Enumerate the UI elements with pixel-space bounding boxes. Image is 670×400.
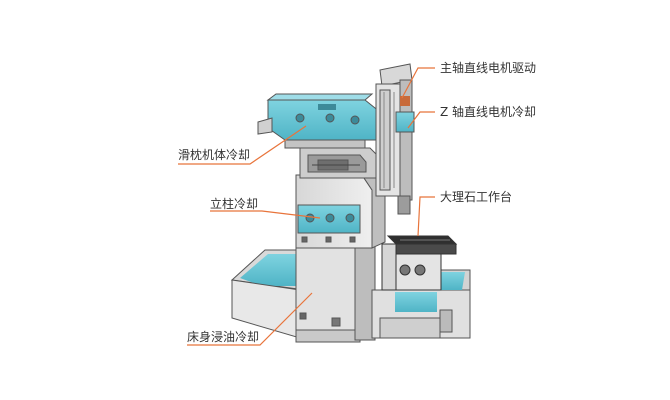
leader-ram-cooling: [178, 125, 307, 165]
machine-column: [295, 167, 386, 249]
label-column-cooling: 立柱冷却: [210, 197, 259, 211]
bed-oil-surface: [240, 254, 300, 286]
leader-lines: [178, 67, 435, 346]
marble-worktable: [381, 235, 458, 291]
leader-marble-table: [417, 196, 435, 237]
label-z-axis-motor-cooling: Z 轴直线电机冷却: [440, 105, 537, 119]
z-axis-tower: [375, 63, 415, 215]
machine-ram: [257, 93, 381, 149]
leader-bed-oil: [187, 292, 313, 346]
label-spindle-motor-drive: 主轴直线电机驱动: [440, 61, 537, 75]
label-bed-oil-cooling: 床身浸油冷却: [187, 330, 260, 344]
leader-z-axis-motor: [407, 111, 435, 129]
machine-head: [299, 147, 383, 179]
z-motor-cooling: [395, 111, 415, 133]
label-ram-cooling: 滑枕机体冷却: [178, 148, 251, 162]
label-marble-worktable: 大理石工作台: [440, 190, 513, 204]
leader-spindle-motor: [401, 67, 435, 99]
leader-column-cooling: [210, 210, 321, 219]
